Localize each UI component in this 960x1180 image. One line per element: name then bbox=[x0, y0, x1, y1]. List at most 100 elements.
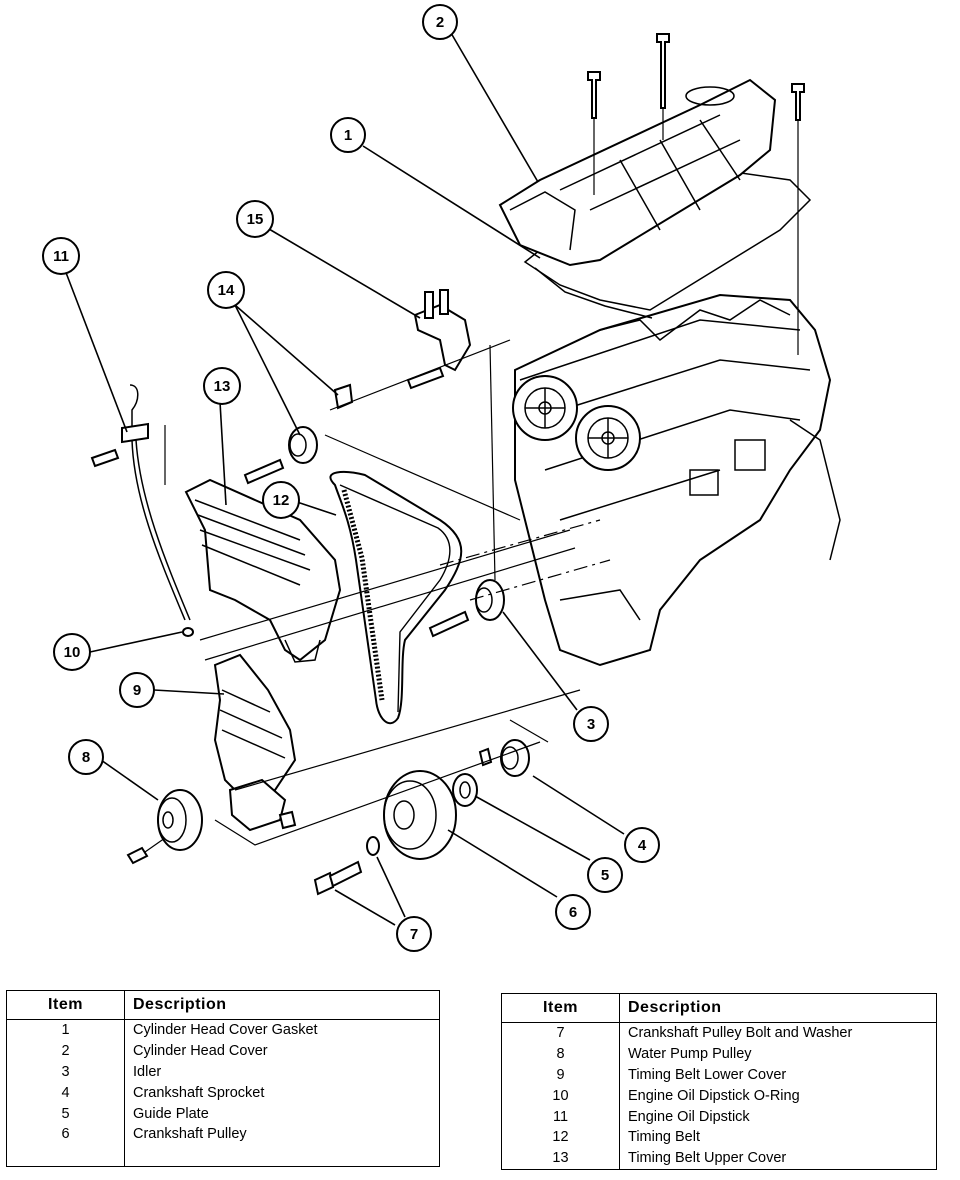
item-description: Cylinder Head Cover Gasket bbox=[124, 1019, 440, 1041]
item-description: Water Pump Pulley bbox=[619, 1043, 937, 1065]
crankshaft-sprocket bbox=[478, 739, 530, 777]
item-number: 9 bbox=[556, 1066, 565, 1083]
svg-text:3: 3 bbox=[587, 716, 595, 733]
item-description: Crankshaft Pulley Bolt and Washer bbox=[619, 1022, 937, 1044]
blank-cell bbox=[124, 1144, 440, 1167]
callout-10: 10 bbox=[53, 633, 91, 671]
item-description: Timing Belt Upper Cover bbox=[619, 1147, 937, 1170]
table-row-blank bbox=[7, 1144, 440, 1167]
svg-text:11: 11 bbox=[53, 248, 69, 265]
table-row: 11 Engine Oil Dipstick bbox=[502, 1106, 937, 1127]
item-number: 8 bbox=[556, 1046, 565, 1063]
table-row: 5 Guide Plate bbox=[7, 1103, 440, 1124]
description-header: Description bbox=[124, 990, 440, 1020]
description-header: Description bbox=[619, 993, 937, 1023]
timing-belt-upper-cover bbox=[184, 478, 342, 663]
item-number: 10 bbox=[552, 1087, 569, 1104]
svg-text:6: 6 bbox=[569, 904, 577, 921]
engine-oil-dipstick-o-ring bbox=[182, 627, 194, 637]
callout-5: 5 bbox=[587, 857, 623, 893]
item-number: 12 bbox=[552, 1129, 569, 1146]
water-pump-housing bbox=[228, 778, 297, 832]
item-number: 3 bbox=[61, 1063, 70, 1080]
table-row: 8 Water Pump Pulley bbox=[502, 1043, 937, 1065]
svg-text:15: 15 bbox=[247, 211, 264, 228]
alignment-lines bbox=[164, 339, 611, 846]
callout-14: 14 bbox=[207, 271, 245, 309]
callout-2: 2 bbox=[422, 4, 458, 40]
item-number: 5 bbox=[61, 1105, 70, 1122]
item-number: 11 bbox=[552, 1108, 569, 1125]
callout-13: 13 bbox=[203, 367, 241, 405]
item-description: Timing Belt Lower Cover bbox=[619, 1064, 937, 1086]
table-row: 7 Crankshaft Pulley Bolt and Washer bbox=[502, 1022, 937, 1044]
svg-text:7: 7 bbox=[410, 926, 418, 943]
item-description: Engine Oil Dipstick bbox=[619, 1106, 937, 1127]
item-description: Crankshaft Sprocket bbox=[124, 1082, 440, 1104]
table-row: 12 Timing Belt bbox=[502, 1126, 937, 1148]
timing-belt bbox=[329, 471, 463, 725]
item-description: Timing Belt bbox=[619, 1126, 937, 1148]
item-description: Idler bbox=[124, 1061, 440, 1083]
table-row: 9 Timing Belt Lower Cover bbox=[502, 1064, 937, 1086]
item-number: 6 bbox=[61, 1126, 70, 1143]
crankshaft-pulley bbox=[383, 770, 457, 860]
timing-belt-lower-cover bbox=[213, 653, 297, 802]
item-number: 13 bbox=[552, 1150, 569, 1167]
legend-header-row: Item Description bbox=[501, 993, 937, 1023]
cover-bolts bbox=[587, 33, 805, 355]
item-number: 2 bbox=[61, 1043, 70, 1060]
callout-8: 8 bbox=[68, 739, 104, 775]
item-header: Item bbox=[501, 993, 620, 1023]
engine-oil-dipstick bbox=[90, 384, 191, 621]
guide-plate bbox=[452, 773, 478, 807]
legend-header-row: Item Description bbox=[6, 990, 440, 1020]
table-row: 4 Crankshaft Sprocket bbox=[7, 1082, 440, 1104]
callout-3: 3 bbox=[573, 706, 609, 742]
item-number: 1 bbox=[61, 1022, 70, 1039]
item-description: Guide Plate bbox=[124, 1103, 440, 1124]
callout-7: 7 bbox=[396, 916, 432, 952]
tensioner-bracket bbox=[406, 289, 472, 390]
svg-text:13: 13 bbox=[214, 378, 231, 395]
callout-1: 1 bbox=[330, 117, 366, 153]
exploded-engine-diagram: 1 2 3 4 5 6 7 8 9 10 11 12 13 14 15 bbox=[42, 4, 841, 952]
svg-text:12: 12 bbox=[273, 492, 290, 509]
water-pump-pulley bbox=[126, 789, 203, 865]
idler bbox=[428, 579, 505, 638]
leader-lines bbox=[64, 32, 625, 926]
tensioner-pulley bbox=[243, 383, 354, 485]
callout-6: 6 bbox=[555, 894, 591, 930]
table-row: 10 Engine Oil Dipstick O-Ring bbox=[502, 1085, 937, 1107]
table-row: 3 Idler bbox=[7, 1061, 440, 1083]
camshaft-sprocket-left bbox=[512, 375, 578, 441]
table-row: 1 Cylinder Head Cover Gasket bbox=[7, 1019, 440, 1041]
cylinder-head-assembly bbox=[514, 293, 841, 667]
legend-table-left: Item Description 1 Cylinder Head Cover Ga… bbox=[6, 990, 440, 1167]
crankshaft-pulley-bolt-and-washer bbox=[313, 836, 380, 896]
item-description: Crankshaft Pulley bbox=[124, 1123, 440, 1145]
cylinder-head-cover bbox=[498, 78, 777, 267]
callout-4: 4 bbox=[624, 827, 660, 863]
svg-text:2: 2 bbox=[436, 14, 444, 31]
table-row: 13 Timing Belt Upper Cover bbox=[502, 1147, 937, 1170]
item-description: Engine Oil Dipstick O-Ring bbox=[619, 1085, 937, 1107]
camshaft-sprocket-right bbox=[575, 405, 641, 471]
table-row: 2 Cylinder Head Cover bbox=[7, 1040, 440, 1062]
svg-text:4: 4 bbox=[638, 837, 647, 854]
svg-text:8: 8 bbox=[82, 749, 90, 766]
item-number: 4 bbox=[61, 1084, 70, 1101]
svg-text:9: 9 bbox=[133, 682, 141, 699]
item-number: 7 bbox=[556, 1025, 565, 1042]
callout-15: 15 bbox=[236, 200, 274, 238]
item-description: Cylinder Head Cover bbox=[124, 1040, 440, 1062]
callout-9: 9 bbox=[119, 672, 155, 708]
legend-table-right: Item Description 7 Crankshaft Pulley Bolt… bbox=[501, 993, 937, 1170]
svg-text:5: 5 bbox=[601, 867, 609, 884]
callout-12: 12 bbox=[262, 481, 300, 519]
item-header: Item bbox=[6, 990, 125, 1020]
svg-text:10: 10 bbox=[64, 644, 81, 661]
svg-text:14: 14 bbox=[218, 282, 235, 299]
callout-11: 11 bbox=[42, 237, 80, 275]
table-row: 6 Crankshaft Pulley bbox=[7, 1123, 440, 1145]
